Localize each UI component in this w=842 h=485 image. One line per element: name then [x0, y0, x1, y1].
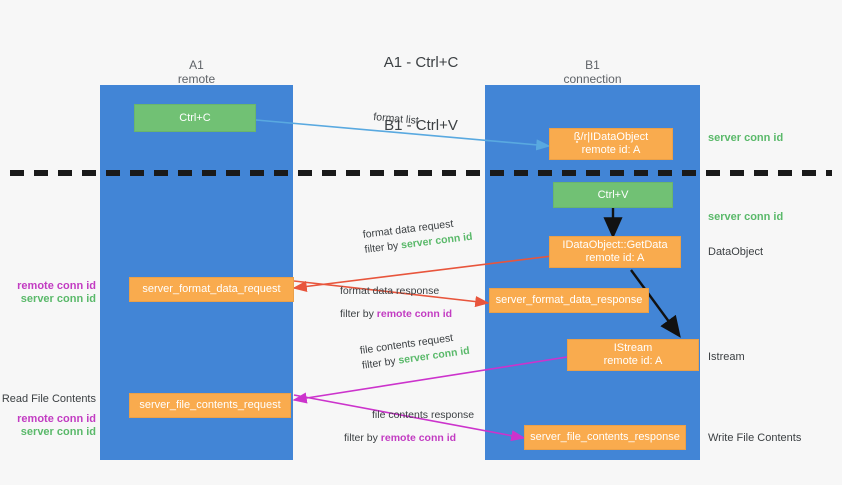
box-ctrl-c-label: Ctrl+C — [179, 111, 211, 124]
annotation-format-data-response-filter-value: remote conn id — [376, 308, 453, 320]
box-idataobject-clipboard-sub: remote id: A — [581, 144, 641, 156]
title-line-2: B1 - Ctrl+V — [384, 117, 458, 134]
lane-b1-sub: connection — [563, 72, 622, 86]
arrow-file-contents-request — [292, 356, 568, 404]
title-line-1: A1 - Ctrl+C — [383, 54, 459, 71]
box-server-file-contents-response[interactable]: server_file_contents_response — [524, 425, 686, 450]
label-istream: Istream — [708, 351, 745, 363]
box-idataobject-getdata-label: IDataObject::GetData — [562, 239, 668, 251]
annotation-file-contents-response-filter-prefix: filter by — [344, 432, 381, 444]
page-title: A1 - Ctrl+C B1 - Ctrl+V — [0, 10, 842, 178]
label-read-file-contents: Read File Contents — [1, 393, 96, 405]
lane-header-b1: B1 connection — [485, 58, 700, 86]
arrow-getdata-to-istream — [630, 269, 681, 338]
box-idataobject-getdata-sub: remote id: A — [585, 252, 645, 264]
box-server-file-contents-request-label: server_file_contents_request — [139, 399, 281, 411]
annotation-file-contents-response-filter: filter by remote conn id — [344, 431, 474, 446]
box-idataobject-clipboard-label: ß͓/r|IDataObject — [573, 131, 649, 143]
lane-a1-name: A1 — [189, 58, 204, 72]
box-server-format-data-response-label: server_format_data_response — [495, 294, 643, 306]
arrow-format-data-request — [292, 255, 553, 292]
box-server-file-contents-request[interactable]: server_file_contents_request — [129, 393, 291, 418]
annotation-format-list-text: format list — [372, 110, 420, 127]
box-server-file-contents-response-label: server_file_contents_response — [530, 431, 680, 443]
box-ctrl-v-label: Ctrl+V — [597, 188, 629, 201]
annotation-file-contents-response-title: file contents response — [372, 409, 475, 421]
label-remote-conn-id-left-2: remote conn id — [17, 413, 96, 425]
box-idataobject-getdata[interactable]: IDataObject::GetData remote id: A — [549, 236, 681, 268]
annotation-file-contents-request-filter-prefix: filter by — [361, 354, 400, 372]
label-remote-conn-id-left-1: remote conn id — [17, 280, 96, 292]
annotation-file-contents-response: file contents response filter by remote … — [344, 408, 475, 446]
label-server-conn-id-top: server conn id — [708, 132, 784, 144]
label-dataobject: DataObject — [708, 246, 764, 258]
box-istream-sub: remote id: A — [603, 355, 663, 367]
box-server-format-data-response[interactable]: server_format_data_response — [489, 288, 649, 313]
annotation-format-data-response-filter-prefix: filter by — [340, 308, 377, 320]
lane-b1-name: B1 — [585, 58, 600, 72]
box-istream[interactable]: IStream remote id: A — [567, 339, 699, 371]
box-ctrl-c[interactable]: Ctrl+C — [134, 104, 256, 132]
lane-header-a1: A1 remote — [100, 58, 293, 86]
annotation-format-data-response-filter: filter by remote conn id — [340, 307, 452, 322]
annotation-format-data-request-filter-prefix: filter by — [363, 239, 402, 256]
box-server-format-data-request-label: server_format_data_request — [142, 283, 281, 295]
arrow-format-list — [255, 119, 551, 151]
label-write-file-contents: Write File Contents — [708, 432, 802, 444]
lane-a1-sub: remote — [177, 72, 216, 86]
phase-separator-dashed-line — [10, 170, 832, 176]
box-istream-label: IStream — [613, 342, 653, 354]
box-server-format-data-request[interactable]: server_format_data_request — [129, 277, 294, 302]
box-idataobject-clipboard[interactable]: ß͓/r|IDataObject remote id: A — [549, 128, 673, 160]
box-ctrl-v[interactable]: Ctrl+V — [553, 182, 673, 208]
annotation-file-contents-response-filter-value: remote conn id — [380, 432, 457, 444]
label-server-conn-id-left-1: server conn id — [20, 293, 96, 305]
arrow-file-contents-response — [293, 394, 526, 442]
annotation-format-data-response: format data response filter by remote co… — [340, 284, 452, 322]
label-server-conn-id-mid: server conn id — [708, 211, 784, 223]
annotation-format-data-response-title: format data response — [340, 285, 440, 297]
label-server-conn-id-left-2: server conn id — [20, 426, 96, 438]
arrow-format-data-response — [293, 280, 490, 308]
